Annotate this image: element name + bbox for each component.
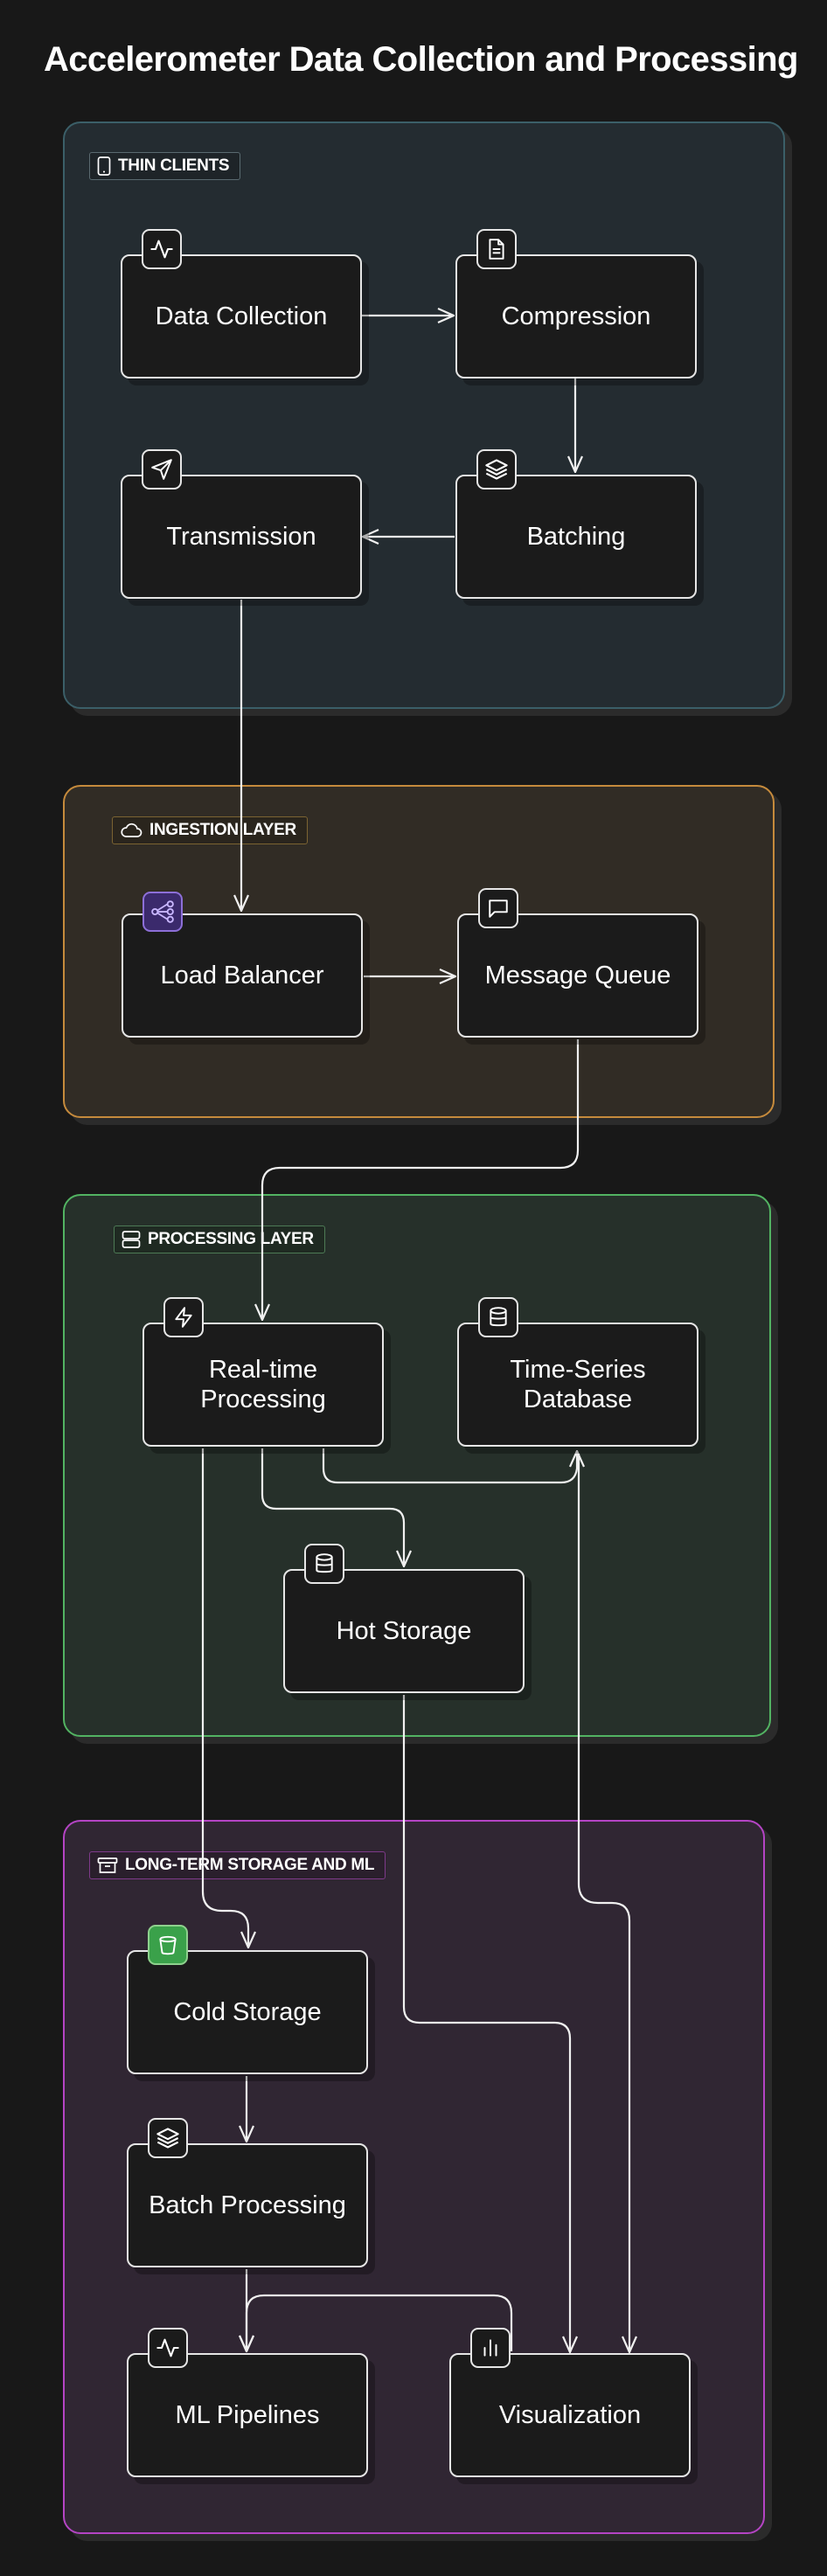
bucket-icon <box>148 1925 188 1965</box>
group-label-text: LONG-TERM STORAGE AND ML <box>125 1856 375 1874</box>
layers-icon <box>148 2118 188 2158</box>
group-label-text: THIN CLIENTS <box>118 156 230 175</box>
group-thin-clients <box>63 122 785 709</box>
activity-icon <box>148 2328 188 2368</box>
node-label: Cold Storage <box>173 1998 322 2026</box>
node-time-series-database: Time-Series Database <box>457 1323 698 1447</box>
database-icon <box>478 1297 518 1337</box>
cloud-icon <box>121 823 142 837</box>
load-balancer-icon <box>142 892 183 932</box>
group-label-processing: PROCESSING LAYER <box>114 1226 325 1253</box>
node-label: Hot Storage <box>336 1617 472 1645</box>
layers-icon <box>476 449 517 490</box>
database-icon <box>304 1544 344 1584</box>
node-label: Transmission <box>166 523 316 551</box>
node-label: Message Queue <box>484 962 671 989</box>
node-message-queue: Message Queue <box>457 913 698 1038</box>
edge-realtime-hotstorage <box>261 1448 404 1566</box>
archive-icon <box>97 1857 118 1873</box>
node-batch-processing: Batch Processing <box>127 2143 368 2267</box>
group-label-text: PROCESSING LAYER <box>148 1230 314 1248</box>
edge-tsdb-visualization <box>577 1454 629 2352</box>
node-label: Visualization <box>498 2401 642 2429</box>
node-label: Batching <box>526 523 626 551</box>
node-label: Batch Processing <box>149 2191 346 2219</box>
node-hot-storage: Hot Storage <box>283 1569 525 1693</box>
smartphone-icon <box>97 156 111 176</box>
server-icon <box>122 1231 141 1248</box>
node-label: ML Pipelines <box>175 2401 320 2429</box>
group-label-long-term: LONG-TERM STORAGE AND ML <box>89 1851 386 1879</box>
node-label: Load Balancer <box>160 962 324 989</box>
node-compression: Compression <box>455 254 697 378</box>
message-square-icon <box>478 888 518 928</box>
group-label-thin-clients: THIN CLIENTS <box>89 152 241 180</box>
node-label: Data Collection <box>155 302 328 330</box>
node-cold-storage: Cold Storage <box>127 1950 368 2074</box>
activity-icon <box>142 229 182 269</box>
edge-queue-realtime <box>262 1039 580 1320</box>
node-ml-pipelines: ML Pipelines <box>127 2353 368 2477</box>
send-icon <box>142 449 182 490</box>
node-transmission: Transmission <box>121 475 362 599</box>
group-label-ingestion: INGESTION LAYER <box>112 816 308 844</box>
edge-visualization-mlpipelines <box>247 2294 513 2351</box>
zap-icon <box>163 1297 204 1337</box>
node-label: Time-Series Database <box>510 1356 646 1413</box>
node-load-balancer: Load Balancer <box>122 913 363 1038</box>
diagram-title: Accelerometer Data Collection and Proces… <box>44 40 798 79</box>
bar-chart-icon <box>470 2328 511 2368</box>
edge-realtime-coldstorage <box>201 1448 248 1948</box>
node-data-collection: Data Collection <box>121 254 362 378</box>
file-text-icon <box>476 229 517 269</box>
edge-hotstorage-visualization <box>402 1695 570 2352</box>
node-label: Compression <box>501 302 651 330</box>
edge-realtime-tsdb <box>322 1448 577 1484</box>
node-visualization: Visualization <box>449 2353 691 2477</box>
group-label-text: INGESTION LAYER <box>149 821 296 839</box>
node-batching: Batching <box>455 475 697 599</box>
node-realtime-processing: Real-time Processing <box>142 1323 384 1447</box>
node-label: Real-time Processing <box>200 1356 326 1413</box>
